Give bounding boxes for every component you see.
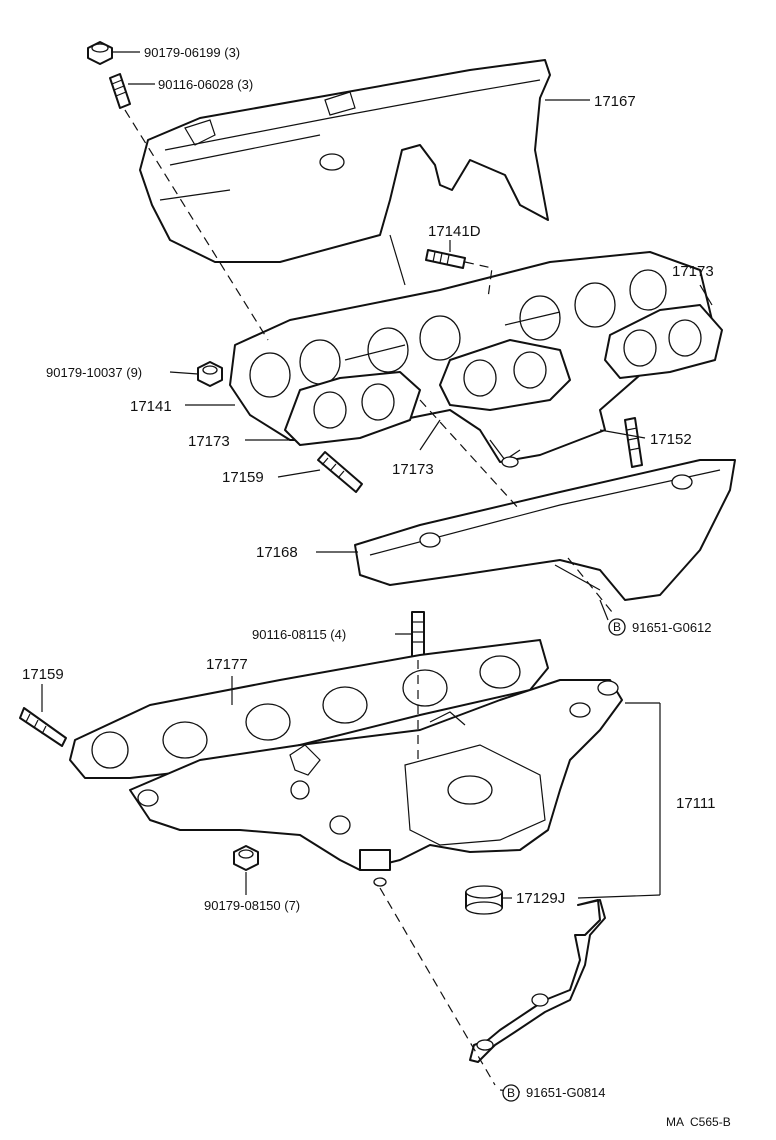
nut-90179-10037 [197, 361, 223, 387]
stud-17152 [624, 417, 643, 468]
callout-17167: 17167 [594, 93, 636, 110]
dash-bolt-lower [379, 887, 496, 1086]
nut-90179-06199 [87, 41, 113, 65]
callout-91651-G0814: 91651-G0814 [526, 1085, 606, 1100]
gasket-17173-left [284, 371, 421, 446]
callout-17129J: 17129J [516, 890, 565, 907]
callout-17173-right: 17173 [672, 263, 714, 280]
callout-91651-G0612: 91651-G0612 [632, 620, 712, 635]
callout-17173-mid: 17173 [392, 461, 434, 478]
stud-17141D [425, 249, 466, 269]
gasket-17177 [69, 639, 549, 779]
gasket-17173-right [604, 304, 723, 379]
callout-90179-08150: 90179-08150 (7) [204, 898, 300, 913]
stud-17159-upper [317, 451, 363, 493]
dash-stud-to-manifold [124, 109, 269, 341]
stud-17159-lower [19, 707, 67, 747]
nut-90179-08150 [233, 845, 259, 871]
gasket-17173-mid [439, 339, 571, 411]
callout-17111: 17111 [676, 795, 716, 812]
callout-90179-06199: 90179-06199 (3) [144, 45, 240, 60]
callout-17152: 17152 [650, 431, 692, 448]
marker-b-upper: B [613, 620, 621, 634]
callout-17168: 17168 [256, 544, 298, 561]
manifold-stay [469, 899, 606, 1063]
dash-17141D [464, 261, 493, 299]
plug-17129J [465, 885, 503, 915]
callout-17141D: 17141D [428, 223, 481, 240]
intake-manifold-17111 [129, 679, 623, 887]
callout-17141: 17141 [130, 398, 172, 415]
callout-90179-10037: 90179-10037 (9) [46, 365, 142, 380]
callout-17159-lower: 17159 [22, 666, 64, 683]
marker-b-lower: B [507, 1086, 515, 1100]
diagram-code: MA C565-B [666, 1115, 731, 1129]
callout-17177: 17177 [206, 656, 248, 673]
bolt-marker-lower: B [502, 1084, 520, 1102]
stud-90116-08115 [411, 611, 425, 661]
callout-17159-upper: 17159 [222, 469, 264, 486]
callout-90116-08115: 90116-08115 (4) [252, 627, 346, 642]
insulator-17168 [354, 459, 736, 601]
cover-17167 [139, 59, 551, 286]
callout-90116-06028: 90116-06028 (3) [158, 77, 253, 92]
dash-bolt-upper [567, 557, 613, 613]
dash-manifold-to-insulator [419, 399, 521, 511]
leader-lines [41, 51, 713, 1093]
callout-17173-left: 17173 [188, 433, 230, 450]
stud-90116-06028 [109, 73, 131, 109]
bolt-marker-upper: B [608, 618, 626, 636]
